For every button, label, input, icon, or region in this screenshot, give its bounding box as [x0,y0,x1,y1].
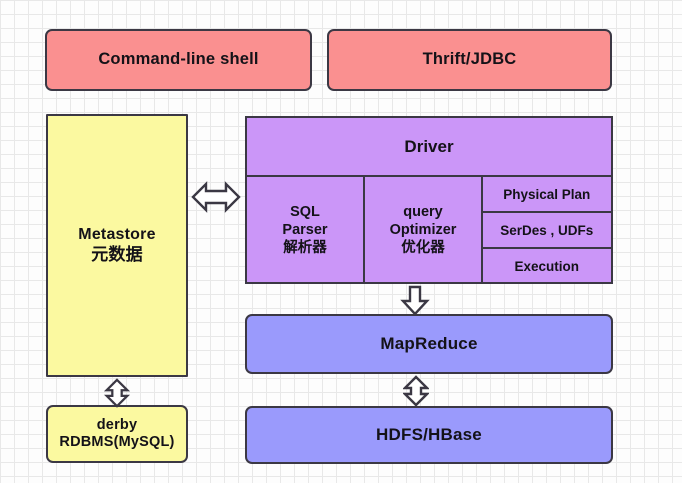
node-hdfs-hbase[interactable]: HDFS/HBase [245,406,613,464]
arrow-metastore-driver-icon [191,180,241,214]
node-label: SerDes , UDFs [500,222,594,238]
node-thrift-jdbc[interactable]: Thrift/JDBC [327,29,612,91]
node-label-en: Metastore [78,226,156,244]
node-label-line2: RDBMS(MySQL) [59,434,175,450]
node-serdes-udfs[interactable]: SerDes , UDFs [483,213,611,249]
node-label-line2: Parser [282,221,328,238]
node-label-line3: 优化器 [401,240,445,257]
node-label: Thrift/JDBC [422,50,517,69]
node-sql-parser[interactable]: SQL Parser 解析器 [247,177,365,283]
node-label: Physical Plan [503,186,591,202]
node-label: Execution [514,258,579,274]
node-label: MapReduce [380,333,478,353]
node-label-line1: query [403,203,443,220]
node-physical-plan[interactable]: Physical Plan [483,177,611,213]
node-label-line1: derby [96,416,138,433]
node-label-line2: Optimizer [389,221,457,238]
node-execution[interactable]: Execution [483,249,611,283]
node-mapreduce[interactable]: MapReduce [245,314,613,374]
driver-components: SQL Parser 解析器 query Optimizer 优化器 Physi… [247,177,611,283]
node-derby-rdbms[interactable]: derby RDBMS(MySQL) [46,405,188,463]
driver-stack: Physical Plan SerDes , UDFs Execution [483,177,611,283]
arrow-mapreduce-hdfs-icon [403,375,429,407]
node-label-line1: SQL [290,203,320,220]
node-driver[interactable]: Driver SQL Parser 解析器 query Optimizer 优化… [245,116,613,284]
arrow-metastore-derby-icon [104,378,130,408]
node-metastore[interactable]: Metastore 元数据 [46,114,188,377]
node-query-optimizer[interactable]: query Optimizer 优化器 [365,177,483,283]
node-label-line3: 解析器 [283,240,327,257]
node-command-line-shell[interactable]: Command-line shell [45,29,312,91]
node-label: Command-line shell [98,50,259,69]
node-label: HDFS/HBase [376,424,482,444]
node-label-zh: 元数据 [91,244,143,264]
driver-title: Driver [247,118,611,177]
arrow-driver-mapreduce-icon [400,285,430,316]
